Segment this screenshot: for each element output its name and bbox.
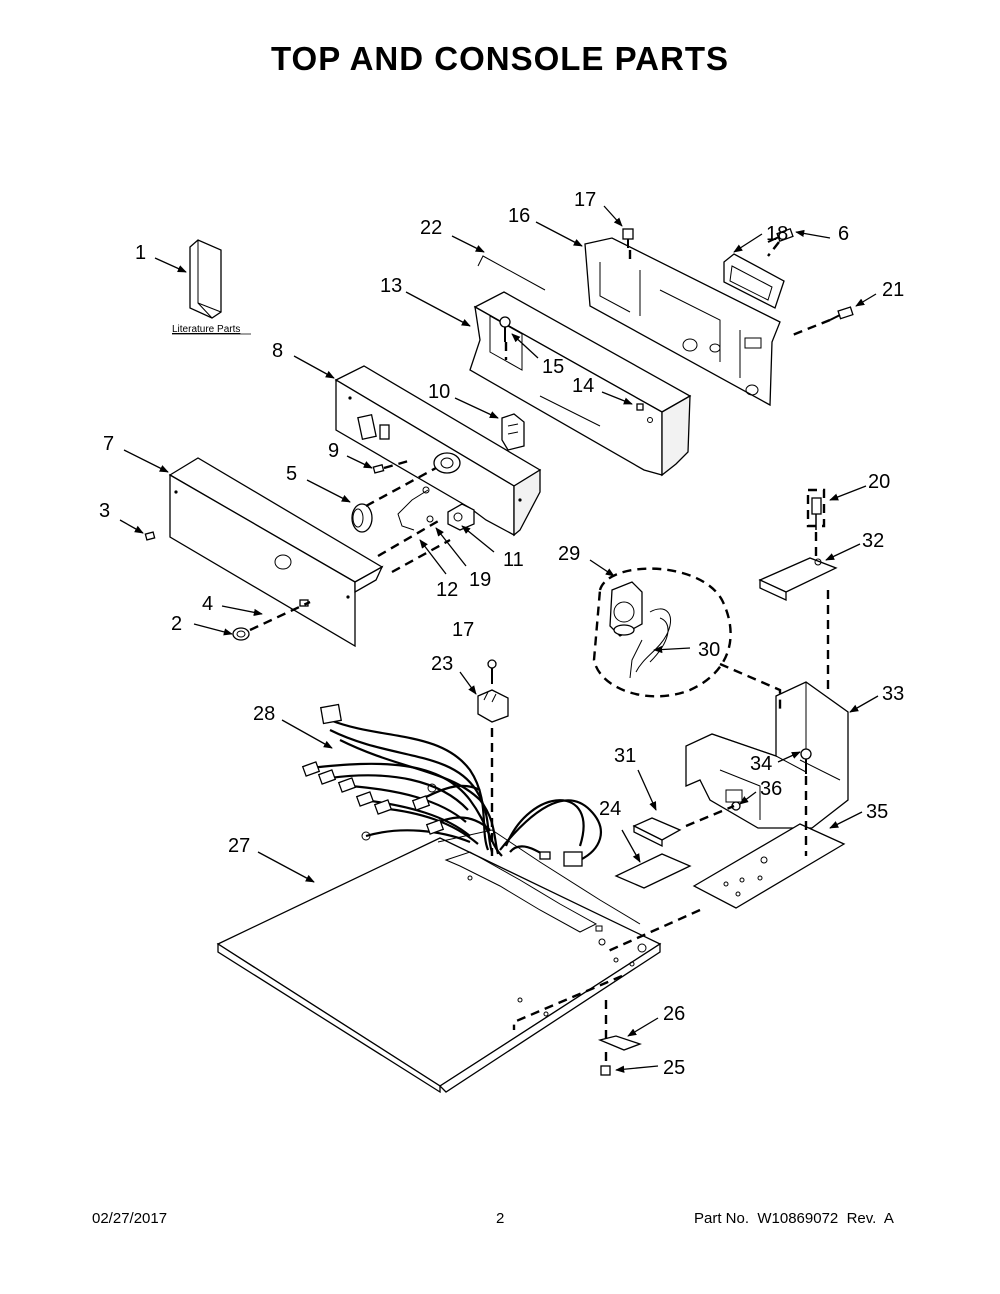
harness-30: [629, 608, 672, 679]
callout-2: 2: [171, 613, 182, 635]
callout-17-lower: 17: [452, 619, 474, 641]
nut-14: [636, 403, 644, 411]
cover-32: [758, 557, 838, 602]
callout-1: 1: [135, 242, 146, 264]
footer-page-number: 2: [496, 1210, 505, 1227]
timer-module-29: [609, 581, 643, 637]
clip-26: [597, 1035, 642, 1051]
screw-25: [600, 1065, 611, 1076]
bezel-ring-2: [232, 627, 250, 641]
callout-16: 16: [508, 205, 530, 227]
literature-parts-book: Literature Parts: [172, 239, 251, 335]
callout-14: 14: [572, 375, 594, 397]
literature-parts-label: Literature Parts: [172, 324, 240, 335]
callout-6: 6: [838, 223, 849, 245]
wire-harness-28: [301, 703, 602, 867]
assembly-lines: [249, 241, 831, 1066]
callout-19: 19: [469, 569, 491, 591]
callout-17: 17: [574, 189, 596, 211]
callout-3: 3: [99, 500, 110, 522]
callout-18: 18: [766, 223, 788, 245]
callout-30: 30: [698, 639, 720, 661]
relay-23: [477, 689, 509, 723]
callout-15: 15: [542, 356, 564, 378]
screw-21: [829, 306, 854, 321]
top-panel-27: [216, 829, 662, 1094]
wire-clip: [477, 255, 546, 291]
knob-5: [351, 503, 373, 533]
callout-10: 10: [428, 381, 450, 403]
console-front-panel: [168, 457, 384, 648]
callout-9: 9: [328, 440, 339, 462]
callout-20: 20: [868, 471, 890, 493]
switch-10: [501, 413, 525, 451]
mounting-bracket: [584, 237, 781, 407]
plate-35: [692, 823, 846, 909]
control-panel-backing: [334, 365, 542, 537]
plate-24: [614, 853, 692, 889]
callout-27: 27: [228, 835, 250, 857]
callout-4: 4: [202, 593, 213, 615]
callout-7: 7: [103, 433, 114, 455]
callout-11: 11: [503, 549, 524, 571]
callout-labels: 1 2 3 4 5 6 7 8 9 10 11 12 13 14 15 16 1…: [99, 189, 904, 1079]
screw-17-top: [622, 228, 634, 248]
screw-6: [767, 228, 794, 243]
callout-34: 34: [750, 753, 772, 775]
footer-date: 02/27/2017: [92, 1210, 168, 1227]
screw-9: [372, 464, 385, 474]
connector-20: [811, 497, 822, 530]
screw-3: [144, 531, 156, 541]
bracket-31: [632, 817, 682, 848]
callout-21: 21: [882, 279, 904, 301]
switch-11: [447, 503, 475, 531]
callout-28: 28: [253, 703, 275, 725]
washer-19: [426, 515, 434, 523]
screw-17-lower: [487, 659, 497, 684]
module-boundary-29: [592, 567, 732, 698]
page-title: TOP AND CONSOLE PARTS: [271, 40, 729, 77]
callout-36: 36: [760, 778, 782, 800]
callout-35: 35: [866, 801, 888, 823]
footer-part-number: Part No. W10869072 Rev. A: [694, 1210, 894, 1227]
callout-24: 24: [599, 798, 621, 820]
callout-25: 25: [663, 1057, 685, 1079]
screw-15: [499, 316, 511, 342]
callout-26: 26: [663, 1003, 685, 1025]
callout-29: 29: [558, 543, 580, 565]
callout-13: 13: [380, 275, 402, 297]
callout-31: 31: [614, 745, 636, 767]
callout-12: 12: [436, 579, 458, 601]
connector-boundary-20: [806, 488, 826, 528]
callout-33: 33: [882, 683, 904, 705]
callout-23: 23: [431, 653, 453, 675]
leader-arrows: [119, 205, 879, 1073]
wire-harness-12: [397, 489, 429, 531]
control-board: [723, 253, 785, 309]
callout-8: 8: [272, 340, 283, 362]
callout-32: 32: [862, 530, 884, 552]
callout-22: 22: [420, 217, 442, 239]
callout-5: 5: [286, 463, 297, 485]
terminal-box-33: [685, 681, 849, 829]
screw-34: [800, 748, 812, 774]
rear-console: [469, 291, 692, 477]
